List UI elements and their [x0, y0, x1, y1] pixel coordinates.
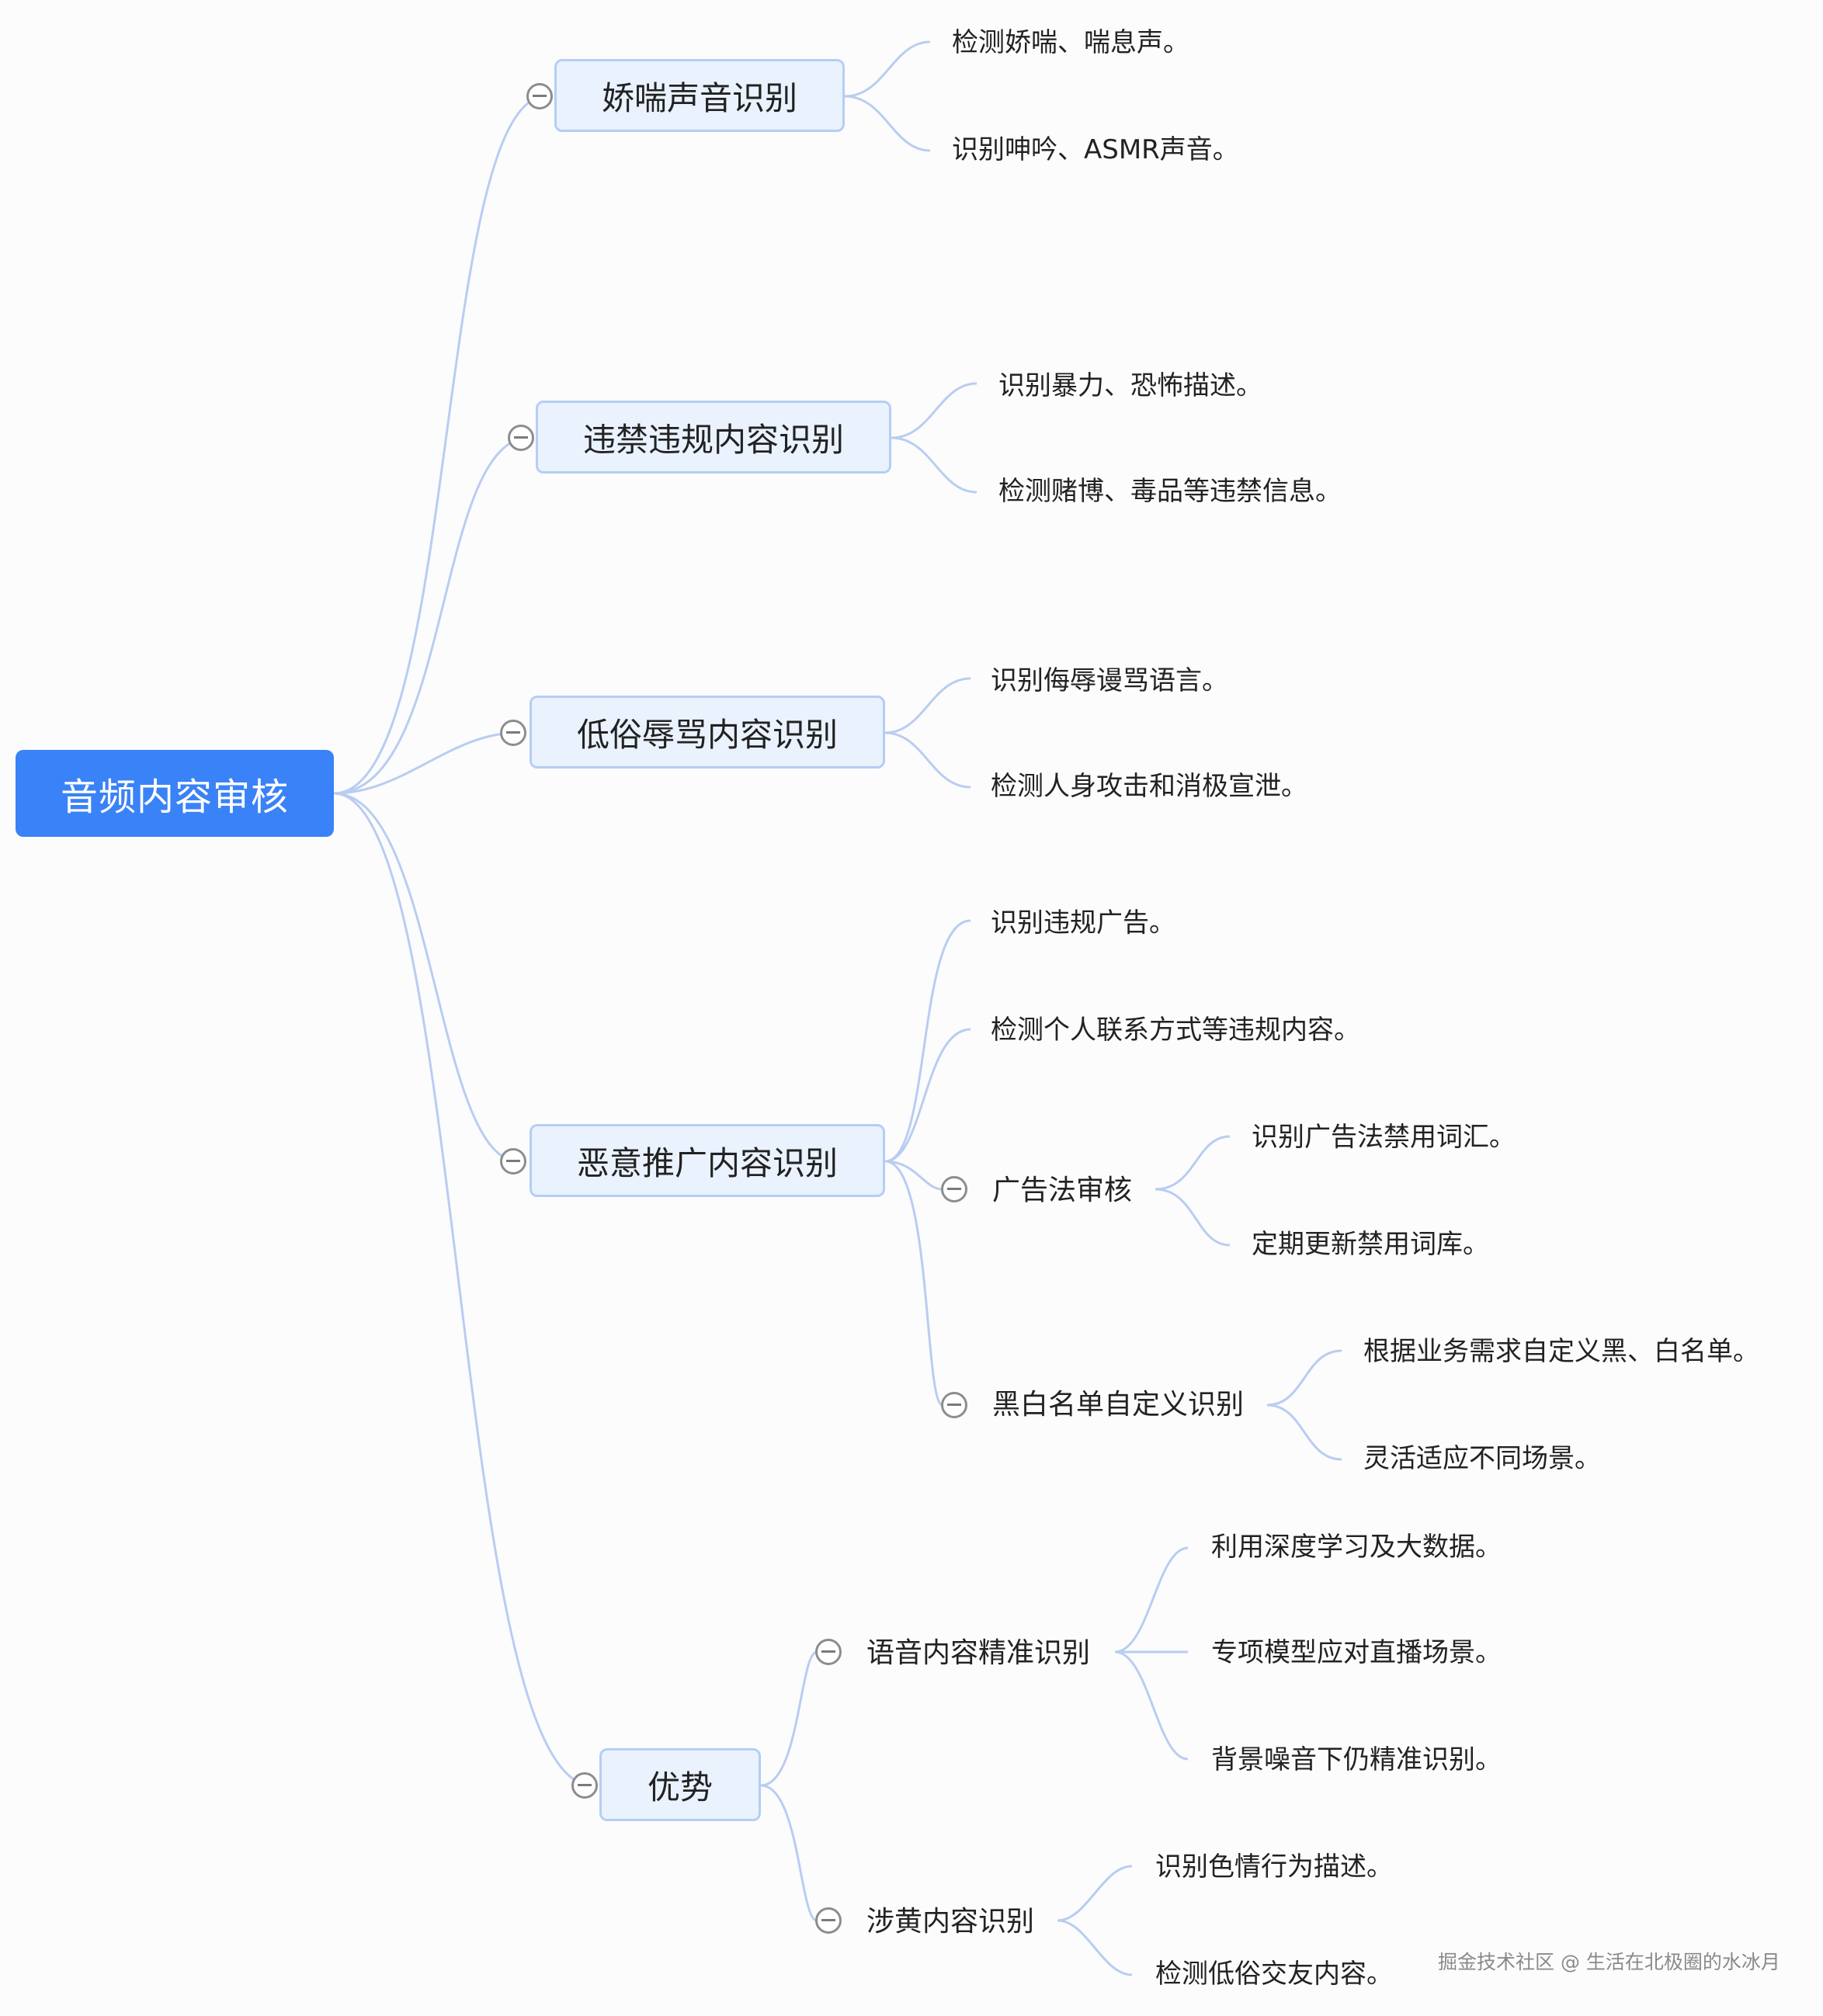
leaf-node: 识别违规广告。 [991, 907, 1175, 939]
leaf-node: 检测人身攻击和消极宣泄。 [991, 771, 1307, 802]
connector-root-b3 [333, 731, 518, 795]
collapse-toggle-icon[interactable] [571, 1772, 598, 1799]
connector-root-b5 [333, 792, 591, 1787]
leaf-node: 根据业务需求自定义黑、白名单。 [1363, 1336, 1759, 1367]
root-node[interactable]: 音频内容审核 [16, 750, 334, 837]
leaf-node: 检测低俗交友内容。 [1155, 1959, 1393, 1990]
collapse-toggle-icon[interactable] [941, 1392, 967, 1418]
leaf-node: 检测个人联系方式等违规内容。 [991, 1015, 1360, 1046]
collapse-toggle-icon[interactable] [500, 720, 526, 746]
watermark: 掘金技术社区 @ 生活在北极圈的水冰月 [1438, 1951, 1780, 1973]
branch-node-prohibited-content[interactable]: 违禁违规内容识别 [536, 401, 891, 474]
leaf-node: 检测赌博、毒品等违禁信息。 [998, 476, 1342, 507]
collapse-toggle-icon[interactable] [508, 425, 534, 451]
leaf-node: 灵活适应不同场景。 [1363, 1443, 1601, 1474]
connector-root-b2 [333, 436, 526, 795]
branch-node-advantages[interactable]: 优势 [599, 1748, 761, 1821]
connector-root-b1 [333, 95, 544, 795]
subnode-precise-speech-recognition[interactable]: 语音内容精准识别 [866, 1637, 1091, 1669]
leaf-node: 利用深度学习及大数据。 [1211, 1532, 1502, 1563]
connector-root-b4 [333, 792, 518, 1163]
branch-node-moaning-detection[interactable]: 娇喘声音识别 [554, 59, 845, 132]
leaf-node: 检测娇喘、喘息声。 [952, 27, 1189, 58]
collapse-toggle-icon[interactable] [815, 1907, 842, 1934]
leaf-node: 识别广告法禁用词汇。 [1252, 1122, 1516, 1153]
subnode-black-white-list[interactable]: 黑白名单自定义识别 [992, 1389, 1245, 1421]
leaf-node: 识别侮辱谩骂语言。 [991, 665, 1228, 696]
collapse-toggle-icon[interactable] [941, 1176, 967, 1202]
collapse-toggle-icon[interactable] [526, 83, 553, 109]
leaf-node: 识别暴力、恐怖描述。 [998, 370, 1262, 401]
leaf-node: 定期更新禁用词库。 [1252, 1229, 1489, 1260]
leaf-node: 专项模型应对直播场景。 [1211, 1637, 1502, 1668]
leaf-node: 识别呻吟、ASMR声音。 [952, 134, 1239, 165]
leaf-node: 识别色情行为描述。 [1155, 1851, 1393, 1882]
leaf-node: 背景噪音下仍精准识别。 [1211, 1744, 1502, 1775]
branch-node-vulgar-abuse[interactable]: 低俗辱骂内容识别 [530, 696, 885, 769]
collapse-toggle-icon[interactable] [500, 1148, 526, 1175]
collapse-toggle-icon[interactable] [815, 1639, 842, 1665]
subnode-porn-content-recognition[interactable]: 涉黄内容识别 [866, 1906, 1035, 1938]
subnode-ad-law-review[interactable]: 广告法审核 [992, 1175, 1133, 1206]
branch-node-malicious-promotion[interactable]: 恶意推广内容识别 [530, 1124, 885, 1197]
